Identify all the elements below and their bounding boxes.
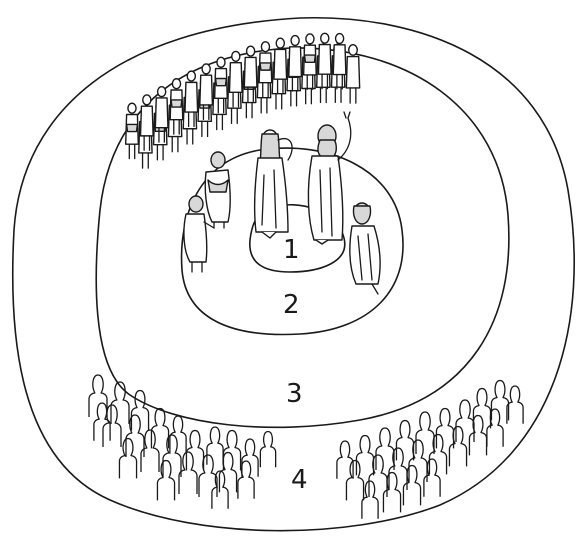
chorus-member [346, 45, 359, 103]
actor-man-figure [308, 112, 350, 244]
audience-member [416, 412, 434, 454]
central-actors [255, 112, 351, 244]
audience-member [103, 405, 121, 447]
audience-member [260, 432, 275, 468]
audience-member [383, 473, 400, 513]
audience-left-group [89, 375, 276, 509]
audience-member [356, 436, 373, 476]
audience-member [469, 416, 486, 456]
audience-member [362, 481, 378, 519]
audience-member [473, 389, 490, 429]
audience-member [151, 409, 168, 449]
side-figure-right [350, 203, 380, 294]
audience-member [163, 435, 181, 477]
audience-member [119, 439, 136, 479]
audience-member [409, 440, 427, 482]
audience-member [396, 421, 413, 461]
zone-label-4: 4 [291, 465, 308, 495]
side-figure-left-upper [205, 152, 230, 228]
zone-label-2: 2 [283, 290, 300, 320]
audience-member [346, 461, 363, 501]
audience-member [199, 455, 217, 497]
audience-member [389, 448, 407, 490]
audience-member [157, 461, 174, 501]
audience-member [179, 452, 197, 494]
audience-member [89, 375, 107, 417]
zone-label-1: 1 [283, 235, 300, 265]
audience-right-group [337, 381, 523, 519]
audience-member [456, 400, 474, 442]
audience-member [186, 431, 203, 471]
audience-member [376, 428, 394, 470]
audience-member [424, 459, 440, 497]
audience-member [111, 382, 129, 424]
audience-member [487, 409, 503, 447]
audience-member [436, 409, 453, 449]
audience-member [429, 435, 446, 475]
audience-member [219, 453, 236, 493]
audience-member [403, 466, 420, 506]
audience-member [223, 431, 240, 471]
audience-member [507, 386, 523, 424]
actor-woman-figure [255, 130, 292, 238]
zone-label-3: 3 [286, 379, 303, 409]
audience-member [369, 455, 387, 497]
chorus-member [126, 103, 139, 158]
audience-member [207, 427, 223, 465]
audience-member [449, 427, 466, 467]
